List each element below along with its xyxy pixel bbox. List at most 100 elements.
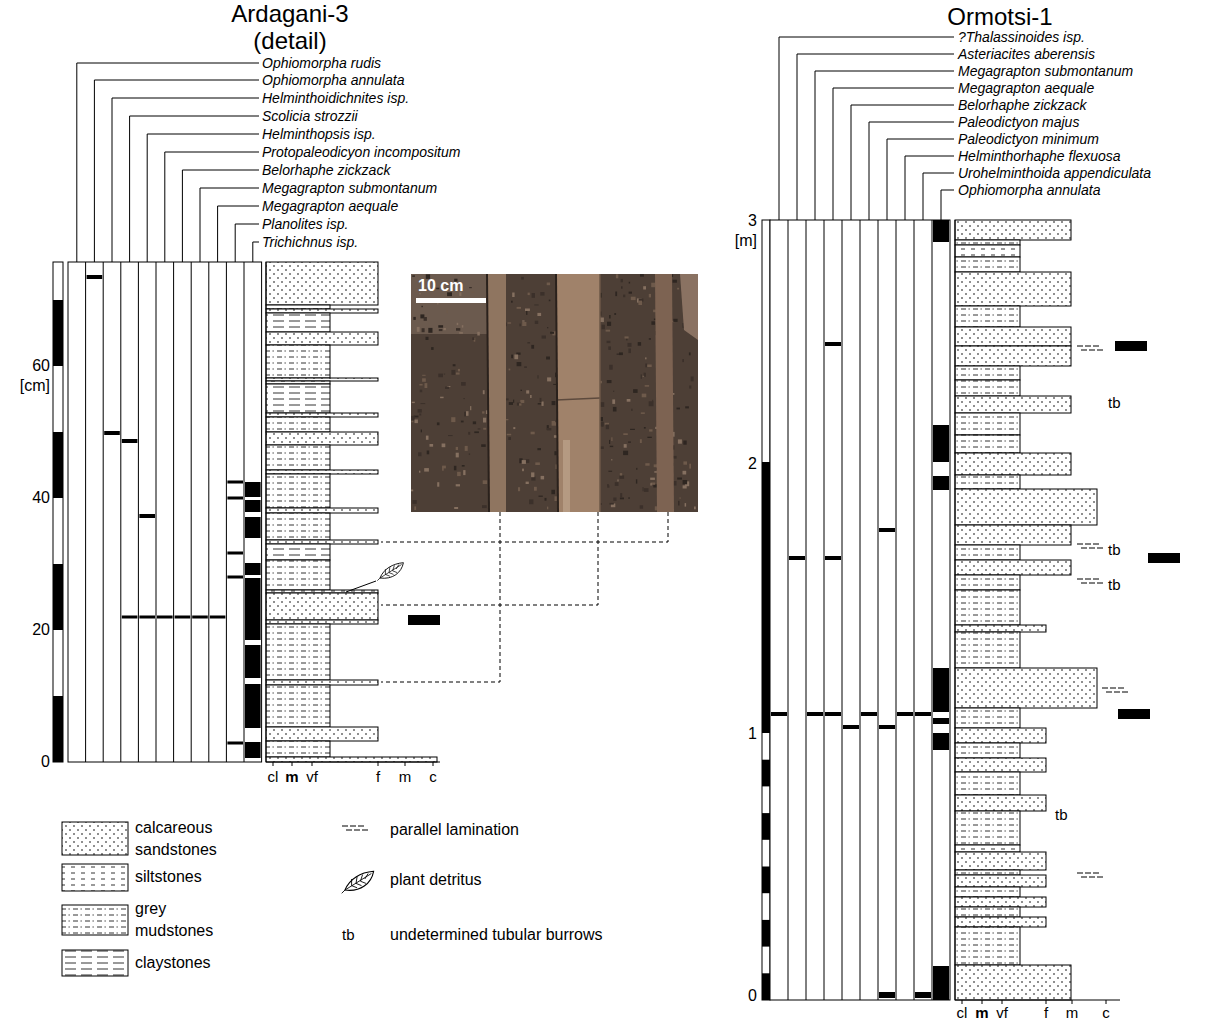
taxon-leader-line (815, 71, 954, 220)
range-column-divider (788, 220, 789, 1000)
photo-texture (678, 501, 679, 506)
lithology-bed (266, 741, 330, 757)
scale-bar-segment (762, 813, 770, 840)
occurrence-mark (861, 712, 877, 716)
grain-size-label: m (285, 768, 298, 786)
photo-texture (472, 337, 474, 340)
occurrence-mark (879, 725, 895, 729)
occurrence-bar (245, 517, 261, 538)
occurrence-mark (104, 431, 120, 435)
photo-texture (517, 362, 522, 366)
photo-texture (421, 403, 426, 404)
photo-texture (602, 325, 605, 330)
photo-texture (439, 329, 443, 331)
range-column-divider (842, 220, 843, 1000)
photo-texture (612, 399, 615, 404)
taxon-leader-line (797, 54, 954, 220)
photo-correlation-line (381, 512, 668, 542)
lithology-bed (955, 435, 1020, 453)
lithology-bed (955, 772, 1020, 795)
photo-texture (424, 468, 429, 472)
photo-texture (673, 280, 677, 283)
photo-texture (456, 447, 458, 450)
occurrence-mark (897, 712, 913, 716)
range-column-divider (878, 220, 879, 1000)
photo-texture (448, 435, 453, 436)
occurrence-mark (192, 616, 208, 619)
occurrence-mark (139, 616, 155, 619)
taxon-leader-line (851, 105, 954, 220)
section-title: Ormotsi-1 (947, 3, 1052, 30)
lithology-bed (266, 313, 330, 332)
occurrence-mark (87, 275, 103, 279)
photo-texture (474, 431, 479, 433)
photo-texture (413, 500, 417, 504)
photo-texture (415, 420, 418, 424)
photo-texture (530, 395, 532, 398)
lithology-bed (955, 306, 1020, 327)
photo-texture (507, 434, 512, 436)
photo-texture (643, 286, 646, 289)
lithology-bed (266, 445, 330, 470)
photo-texture (550, 332, 554, 334)
trace-fossil-name: Planolites isp. (262, 216, 348, 233)
photo-texture (629, 282, 630, 284)
trace-fossil-name: Megagrapton submontanum (958, 63, 1133, 80)
lithology-bed (955, 272, 1071, 306)
photo-texture (615, 292, 617, 297)
grain-size-label: vf (996, 1004, 1008, 1022)
lithology-bed (955, 453, 1071, 475)
occurrence-mark (227, 576, 243, 579)
lithology-bed (266, 727, 378, 741)
photo-texture (419, 414, 421, 416)
lithology-bed (266, 593, 378, 620)
lithology-bed (266, 384, 330, 413)
lamination-symbol (1081, 548, 1103, 549)
grain-size-tick (273, 762, 274, 766)
lithology-axis (266, 262, 267, 762)
photo-texture (464, 412, 466, 417)
range-column-divider (932, 220, 933, 1000)
taxon-leader-line (112, 98, 259, 262)
occurrence-bar (245, 482, 261, 497)
photo-texture (683, 461, 687, 464)
grain-size-label: m (1066, 1004, 1079, 1022)
photo-texture (621, 286, 622, 288)
burrow-annotation: tb (1108, 541, 1121, 559)
occurrence-bar (933, 476, 949, 490)
photo-texture (440, 397, 444, 399)
photo-texture (649, 401, 654, 406)
lithology-bed (955, 728, 1046, 743)
photo-texture (509, 402, 513, 405)
taxon-leader-line (779, 37, 954, 220)
photo-texture (529, 499, 533, 504)
occurrence-mark (227, 497, 243, 500)
scale-bar-segment (53, 432, 63, 498)
photo-texture (417, 327, 420, 332)
photo-texture (481, 444, 486, 447)
trace-fossil-name: Urohelminthoida appendiculata (958, 165, 1151, 182)
photo-texture (447, 310, 448, 313)
lithology-bed (955, 245, 1020, 257)
photo-texture (607, 485, 609, 487)
photo-texture (673, 319, 677, 322)
photo-texture (422, 328, 425, 332)
sandstone-slab (487, 274, 506, 512)
lithology-bed (266, 474, 330, 508)
pole (563, 440, 570, 512)
depth-scale-label: 0 (748, 986, 757, 1005)
depth-scale-label: 0 (41, 752, 50, 771)
taxon-leader-line (905, 156, 954, 220)
photo-texture (539, 496, 543, 497)
lithology-bed (266, 540, 378, 544)
lithology-bed (955, 632, 1020, 668)
photo-texture (628, 343, 632, 347)
lithology-bed (955, 590, 1020, 625)
lithology-bed (955, 240, 1020, 245)
depth-scale-label: 2 (748, 454, 757, 473)
photo-texture (457, 323, 459, 325)
grain-size-label: vf (306, 768, 318, 786)
photo-texture (519, 324, 520, 327)
occurrence-mark (915, 712, 931, 716)
lithology-bed (955, 927, 1020, 965)
